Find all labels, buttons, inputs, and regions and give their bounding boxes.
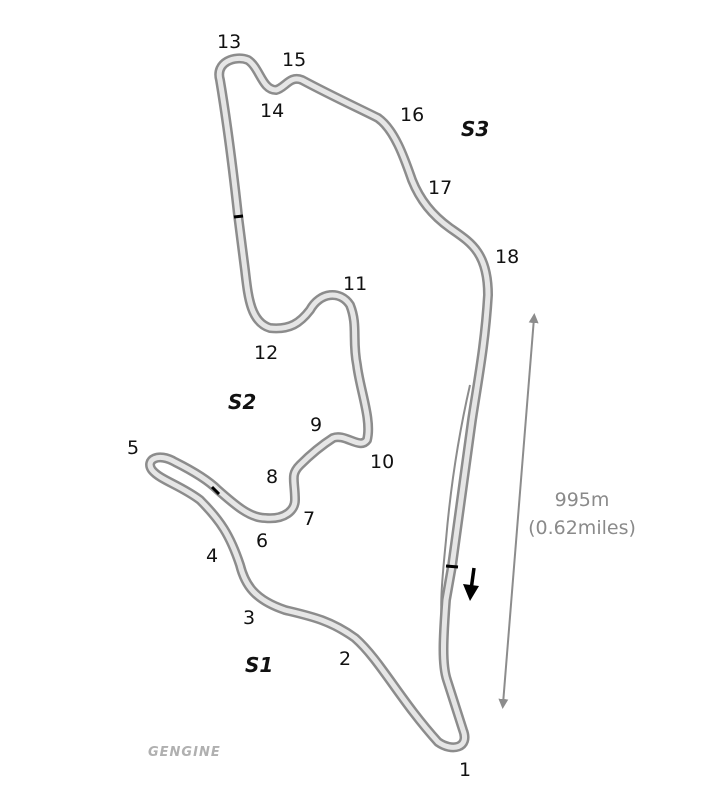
corner-7: 7 — [303, 508, 315, 530]
corner-12: 12 — [254, 342, 278, 364]
sector-label-s1: S1 — [245, 653, 273, 677]
corner-13: 13 — [217, 31, 241, 53]
corner-4: 4 — [206, 545, 218, 567]
sector-label-s2: S2 — [228, 390, 256, 414]
corner-16: 16 — [400, 104, 424, 126]
corner-17: 17 — [428, 177, 452, 199]
corner-15: 15 — [282, 49, 306, 71]
corner-11: 11 — [343, 273, 367, 295]
straight-length-miles: (0.62miles) — [528, 517, 636, 539]
corner-2: 2 — [339, 648, 351, 670]
track-surface — [147, 55, 491, 750]
track-outline — [145, 53, 493, 753]
direction-arrow-icon — [463, 567, 479, 601]
sector-mark-s3 — [233, 214, 244, 219]
sector-label-s3: S3 — [461, 117, 489, 141]
straight-length-meters: 995m — [555, 489, 610, 511]
sector-mark-s1 — [445, 564, 459, 569]
corner-18: 18 — [495, 246, 519, 268]
corner-3: 3 — [243, 607, 255, 629]
corner-10: 10 — [370, 451, 394, 473]
sector-mark-s2 — [210, 485, 221, 496]
corner-6: 6 — [256, 530, 268, 552]
corner-1: 1 — [459, 759, 471, 781]
corner-14: 14 — [260, 100, 284, 122]
corner-5: 5 — [127, 437, 139, 459]
corner-8: 8 — [266, 466, 278, 488]
gengine-logo: GENGINE — [148, 745, 221, 760]
corner-9: 9 — [310, 414, 322, 436]
double-headed-arrow-icon — [498, 313, 539, 709]
svg-text:GENGINE: GENGINE — [148, 745, 221, 760]
